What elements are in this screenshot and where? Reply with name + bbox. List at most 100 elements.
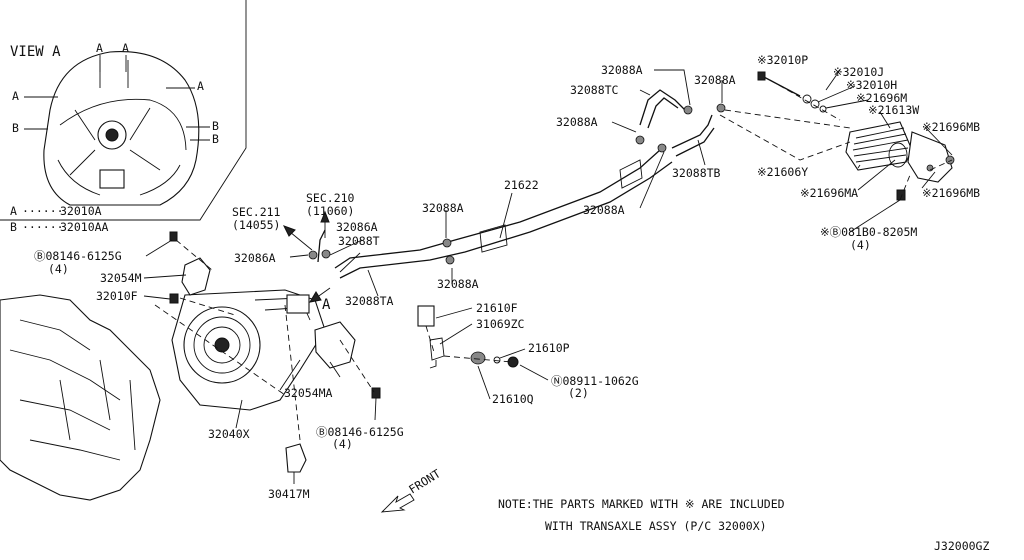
bolt-081B0: [896, 189, 906, 201]
arrow-sec210-icon: [320, 210, 330, 223]
label-32088T: 32088T: [338, 234, 380, 248]
hose-32088TB: [671, 114, 713, 149]
arrow-sec211-icon: [282, 225, 296, 237]
label-32088TB: 32088TB: [672, 166, 721, 180]
transaxle-port: [286, 294, 310, 314]
label-08146-qty: (4): [332, 437, 353, 451]
front-label: FRONT: [406, 466, 443, 496]
plug-21696MB: [926, 164, 934, 172]
view-a-marker-a: A: [12, 89, 19, 103]
view-a-spokes: [69, 107, 161, 176]
label-32088TC: 32088TC: [570, 83, 619, 97]
label-30417M: 30417M: [268, 487, 310, 501]
bracket-32054MA: [314, 321, 356, 369]
front-arrow-icon: [380, 493, 415, 513]
label-21696MB: ※21696MB: [922, 186, 980, 200]
label-32010F: 32010F: [96, 289, 138, 303]
label-32040X: 32040X: [208, 427, 250, 441]
cooler-fins: [852, 127, 909, 163]
clamp-32086A: [308, 250, 318, 260]
sec-arrows: [282, 210, 331, 303]
engine-detail: [9, 319, 121, 461]
label-32088A: 32088A: [583, 203, 625, 217]
label-21606Y: ※21606Y: [757, 165, 808, 179]
bolt-08146-bottom: [371, 387, 381, 399]
label-21610F: 21610F: [476, 301, 518, 315]
inset-border: [0, 0, 247, 221]
view-a-inset: VIEW A A A A A B B B A ······ 32010A B ·…: [0, 0, 247, 234]
cover-21613W: [907, 131, 953, 183]
view-a-block: [99, 169, 125, 189]
label-sec211-sub: (14055): [232, 218, 280, 232]
label-21613W: ※21613W: [868, 103, 919, 117]
legend-b-value: 32010AA: [60, 220, 109, 234]
tube-clamp: [479, 224, 508, 253]
label-sec210-sub: (11060): [306, 204, 354, 218]
view-a-marker-b: B: [212, 132, 219, 146]
label-081B0-8205M: ※Ⓑ081B0-8205M: [820, 225, 917, 239]
tube-main: [334, 149, 661, 269]
label-32054MA: 32054MA: [284, 386, 333, 400]
bolt-08146-top: [169, 231, 178, 242]
hose-32088TC: [639, 89, 686, 126]
note-line-1: NOTE:THE PARTS MARKED WITH ※ ARE INCLUDE…: [498, 497, 785, 511]
label-32088TA: 32088TA: [345, 294, 394, 308]
clamp-32088A: [683, 105, 693, 115]
cooler-body: [845, 121, 913, 171]
washer-21610P: [493, 356, 501, 364]
label-32086A: 32086A: [234, 251, 276, 265]
label-32088A: 32088A: [422, 201, 464, 215]
plug-21696MB: [945, 155, 955, 165]
washer-32010J: [802, 94, 812, 104]
leader-lines: [143, 69, 953, 484]
marker-view-a: A: [322, 297, 331, 313]
view-a-marker-b: B: [12, 121, 19, 135]
label-21696MB: ※21696MB: [922, 120, 980, 134]
mount-30417M: [285, 443, 307, 473]
label-32054M: 32054M: [100, 271, 142, 285]
view-a-rib: [57, 159, 181, 196]
label-32088A: 32088A: [601, 63, 643, 77]
label-sec210: SEC.210: [306, 191, 355, 205]
view-a-marker-a: A: [122, 41, 129, 55]
washer-32010H: [810, 99, 820, 109]
grommet-21610Q: [470, 351, 486, 365]
label-32088A: 32088A: [556, 115, 598, 129]
label-08911-qty: (2): [568, 386, 589, 400]
view-a-marker-a: A: [96, 41, 103, 55]
o-ring-21696MA: [888, 142, 908, 168]
clamp-32086A: [321, 249, 331, 259]
bracket-31069ZC: [429, 337, 445, 361]
part-labels: 32088A 32088TC 32088A 32088A 32088TB 320…: [34, 53, 980, 501]
label-32010J: ※32010J: [833, 65, 884, 79]
label-21696M: ※21696M: [856, 91, 907, 105]
oil-cooler-21606Y: [845, 121, 955, 201]
front-indicator: FRONT: [380, 466, 443, 513]
label-21610P: 21610P: [528, 341, 570, 355]
clamp-32088A: [445, 255, 455, 265]
seal-21696M: [819, 105, 827, 113]
clamp-32088A: [716, 103, 726, 113]
view-a-marker-b: B: [212, 119, 219, 133]
label-08146-qty: (4): [48, 262, 69, 276]
engine-block: [0, 294, 161, 501]
tube-clamp: [619, 159, 643, 189]
reference-lines: [154, 79, 953, 441]
label-32010P: ※32010P: [757, 53, 808, 67]
label-21696MA: ※21696MA: [800, 186, 858, 200]
engine-outline: [0, 294, 161, 501]
legend-a-value: 32010A: [60, 204, 102, 218]
label-21622: 21622: [504, 178, 539, 192]
bolt-32010F: [169, 293, 179, 304]
legend-b-key: B: [10, 220, 17, 234]
label-32088A: 32088A: [437, 277, 479, 291]
clamp-32088A: [635, 135, 645, 145]
label-21610Q: 21610Q: [492, 392, 534, 406]
sensor-21610F: [417, 305, 435, 327]
label-08146-6125G: Ⓑ08146-6125G: [34, 249, 122, 263]
svg-text:······: ······: [22, 204, 64, 218]
tube-main: [339, 161, 673, 279]
label-08146-6125G: Ⓑ08146-6125G: [316, 425, 404, 439]
label-32010H: ※32010H: [846, 78, 897, 92]
